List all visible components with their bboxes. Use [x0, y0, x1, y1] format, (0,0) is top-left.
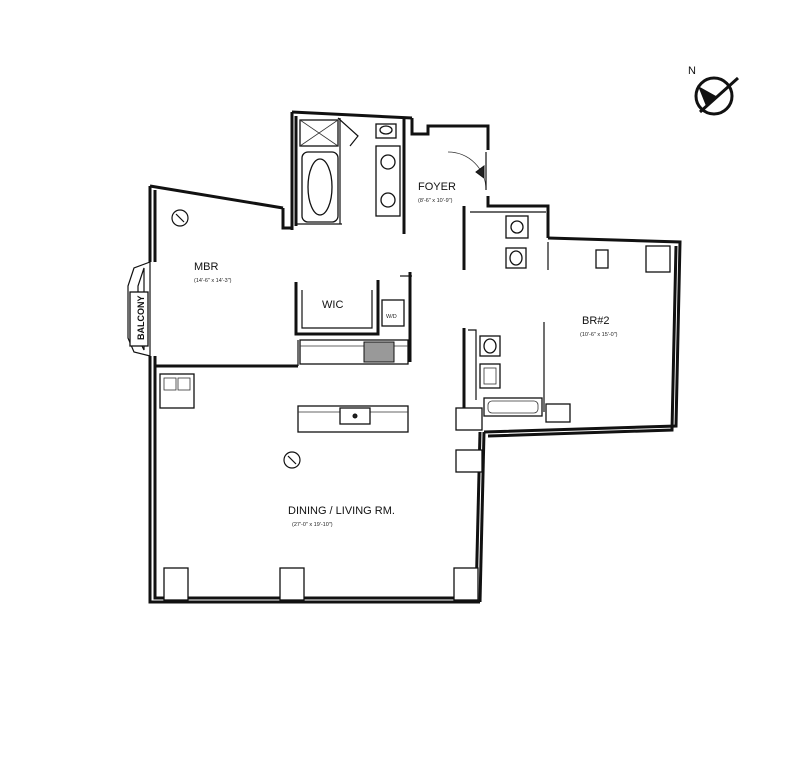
room-labels: FOYER (8'-6" x 10'-9") MBR (14'-6" x 14'… [194, 181, 618, 528]
wd-label: W/D [386, 314, 397, 320]
powder-room-fixtures [505, 215, 529, 269]
balcony-label: BALCONY [136, 296, 146, 341]
columns [163, 249, 609, 601]
wic-label: WIC [322, 299, 343, 311]
foyer-label: FOYER [418, 181, 456, 193]
exterior-walls [148, 110, 682, 604]
interior-walls [155, 118, 549, 412]
compass-north-label: N [688, 65, 696, 77]
br2-bath-fixtures [479, 335, 571, 423]
entry-door [447, 151, 487, 191]
foyer-dims: (8'-6" x 10'-9") [418, 198, 453, 204]
mbr-dims: (14'-6" x 14'-3") [194, 278, 232, 284]
kitchen-fixtures [159, 245, 671, 473]
compass: N [688, 65, 740, 116]
round-symbols [171, 209, 301, 469]
living-label: DINING / LIVING RM. [288, 505, 395, 517]
master-bath-fixtures [299, 117, 401, 223]
br2-label: BR#2 [582, 315, 610, 327]
balcony: BALCONY [127, 261, 151, 357]
mbr-label: MBR [194, 261, 219, 273]
living-dims: (27'-0" x 19'-10") [292, 522, 333, 528]
br2-dims: (10'-6" x 15'-0") [580, 332, 618, 338]
